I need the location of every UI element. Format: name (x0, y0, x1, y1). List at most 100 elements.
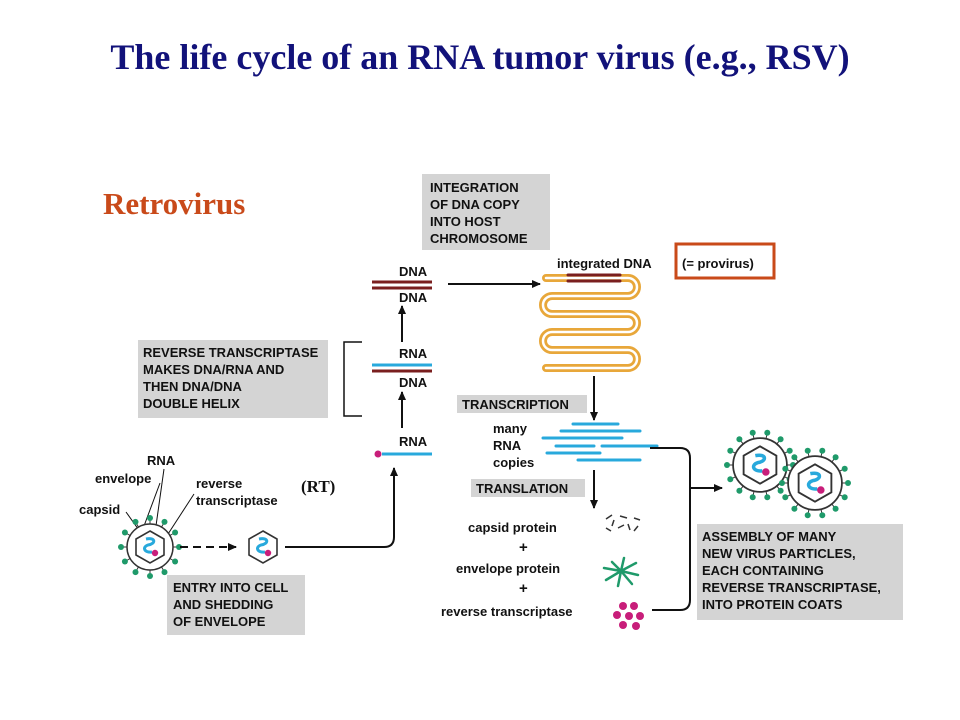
assembly-line-2: NEW VIRUS PARTICLES, (702, 546, 856, 561)
assembly-line-4: REVERSE TRANSCRIPTASE, (702, 580, 881, 595)
integration-line-3: INTO HOST (430, 214, 501, 229)
envelope-spike-head (736, 487, 743, 494)
capsid-protein-fragments (605, 514, 641, 532)
envelope-spike-head (724, 462, 730, 468)
reverse-transcriptase-box: REVERSE TRANSCRIPTASE MAKES DNA/RNA AND … (138, 340, 328, 418)
retrovirus-heading: Retrovirus (103, 186, 246, 221)
envelope-spike-head (161, 518, 168, 525)
integrated-dna-label: integrated DNA (557, 256, 652, 271)
envelope-spike-head (764, 429, 771, 436)
assembly-line-3: EACH CONTAINING (702, 563, 824, 578)
copies-line-2: RNA (493, 438, 522, 453)
envelope-spike-head (121, 558, 128, 565)
rna-strand: RNA (374, 434, 432, 458)
new-virion-2 (779, 447, 851, 519)
dna-label-mid: DNA (399, 375, 428, 390)
envelope-spike-head (736, 436, 743, 443)
envelope-spike-head (841, 465, 848, 472)
rna-dna-hybrid: RNA DNA (372, 346, 432, 390)
envelope-spike-head (132, 518, 139, 525)
envelope-spike-head (161, 569, 168, 576)
envelope-spike-head (782, 465, 789, 472)
entry-line-3: OF ENVELOPE (173, 614, 266, 629)
rt-protein-label: reverse transcriptase (441, 604, 573, 619)
naked-capsid (248, 530, 278, 564)
envelope-spike-head (764, 494, 771, 501)
transcription-box: TRANSCRIPTION (457, 395, 587, 413)
assembly-line-1: ASSEMBLY OF MANY (702, 529, 837, 544)
rt-protein-dots (613, 602, 644, 630)
envelope-spike-head (819, 512, 826, 519)
envelope-spike-head (172, 529, 179, 536)
dna-label-top-2: DNA (399, 290, 428, 305)
rt-callout-2: transcriptase (196, 493, 278, 508)
labels-virion: RNA envelope reverse transcriptase capsi… (79, 453, 278, 552)
envelope-spike-head (147, 515, 153, 521)
new-virion-1 (724, 429, 796, 501)
envelope-spike-head (832, 454, 839, 461)
rt-box-line-1: REVERSE TRANSCRIPTASE (143, 345, 319, 360)
host-chromosome (539, 273, 641, 372)
transcription-label: TRANSCRIPTION (462, 397, 569, 412)
entry-line-2: AND SHEDDING (173, 597, 273, 612)
envelope-spike-head (121, 529, 128, 536)
envelope-spike-head (777, 487, 784, 494)
envelope-spike-head (779, 480, 785, 486)
dna-label-top-1: DNA (399, 264, 428, 279)
plus-1: + (519, 539, 528, 556)
envelope-spike-head (147, 573, 153, 579)
copies-line-3: copies (493, 455, 534, 470)
envelope-spike-head (176, 544, 182, 550)
envelope-protein-label: envelope protein (456, 561, 560, 576)
envelope-spike-head (727, 476, 734, 483)
assembly-bracket (650, 447, 691, 611)
rt-callout-1: reverse (196, 476, 242, 491)
envelope-spike-head (845, 480, 851, 486)
envelope-spike-head (832, 505, 839, 512)
envelope-spike-head (791, 505, 798, 512)
rt-bracket (343, 341, 362, 417)
integration-line-1: INTEGRATION (430, 180, 519, 195)
envelope-spike-head (749, 429, 756, 436)
envelope-spike-head (749, 494, 756, 501)
capsid-callout: capsid (79, 502, 120, 517)
integration-box: INTEGRATION OF DNA COPY INTO HOST CHROMO… (422, 174, 550, 250)
envelope-spike-head (118, 544, 124, 550)
envelope-spike-head (132, 569, 139, 576)
assembly-line-5: INTO PROTEIN COATS (702, 597, 843, 612)
envelope-callout: envelope (95, 471, 151, 486)
rt-label: (RT) (301, 477, 336, 496)
rt-box-line-3: THEN DNA/DNA (143, 379, 243, 394)
dna-duplex-top: DNA DNA (372, 264, 432, 305)
capsid-protein-label: capsid protein (468, 520, 557, 535)
assembly-box: ASSEMBLY OF MANY NEW VIRUS PARTICLES, EA… (697, 524, 903, 620)
integration-line-2: OF DNA COPY (430, 197, 520, 212)
envelope-protein-cluster (602, 556, 640, 588)
entry-line-1: ENTRY INTO CELL (173, 580, 288, 595)
integration-line-4: CHROMOSOME (430, 231, 528, 246)
envelope-spike-head (791, 454, 798, 461)
envelope-spike-head (786, 447, 793, 454)
page-title: The life cycle of an RNA tumor virus (e.… (110, 37, 850, 77)
rna-label-low: RNA (399, 434, 428, 449)
envelope-spike-head (804, 512, 811, 519)
envelope-spike-head (777, 436, 784, 443)
envelope-spike-head (819, 447, 826, 454)
provirus-label: (= provirus) (682, 256, 754, 271)
rna-copies (541, 422, 659, 462)
provirus-highlight-box (674, 242, 776, 280)
copies-line-1: many (493, 421, 528, 436)
rna-label-mid: RNA (399, 346, 428, 361)
entry-box: ENTRY INTO CELL AND SHEDDING OF ENVELOPE (167, 575, 305, 635)
envelope-spike-head (782, 494, 789, 501)
rt-box-line-2: MAKES DNA/RNA AND (143, 362, 284, 377)
rt-box-line-4: DOUBLE HELIX (143, 396, 240, 411)
translation-box: TRANSLATION (471, 479, 585, 497)
envelope-spike-head (804, 447, 811, 454)
envelope-spike-head (172, 558, 179, 565)
virion-initial (118, 515, 182, 579)
envelope-spike-head (841, 494, 848, 501)
envelope-spike-head (727, 447, 734, 454)
translation-label: TRANSLATION (476, 481, 568, 496)
